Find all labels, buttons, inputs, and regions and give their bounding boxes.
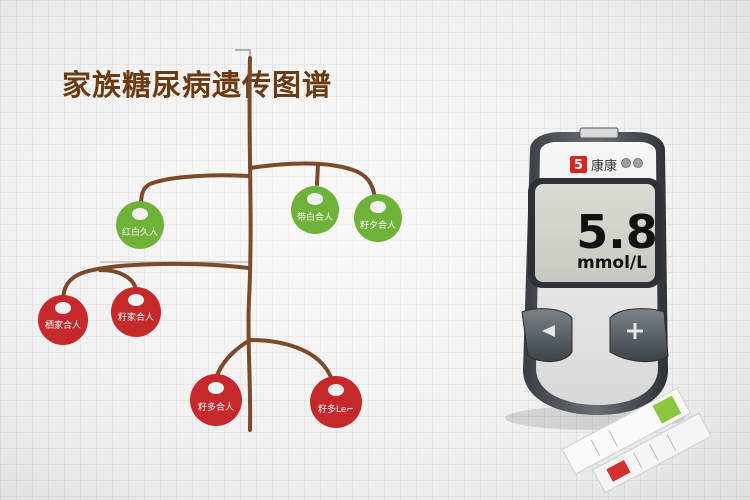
branch-upper-right-mid	[315, 162, 320, 186]
branch-lower-right	[248, 338, 334, 382]
svg-text:5: 5	[574, 158, 583, 173]
family-node: 籽家合人	[111, 287, 161, 337]
node-label: 籽多Le⌐	[318, 403, 354, 415]
family-node: 红白久人	[116, 201, 164, 249]
family-node: 带白合人	[291, 186, 339, 234]
indicator-light	[633, 158, 643, 168]
family-node: 籽多合人	[190, 374, 242, 426]
tree-branches	[61, 56, 377, 432]
node-label: 籽夕合人	[360, 219, 396, 231]
node-label: 红白久人	[122, 226, 158, 238]
test-strip	[592, 412, 712, 494]
test-strip	[561, 387, 691, 475]
indicator-light	[621, 158, 631, 168]
branch-upper-right	[248, 161, 377, 202]
left-triangle-icon	[542, 325, 555, 337]
node-label: 带白合人	[297, 211, 333, 223]
right-button	[609, 308, 669, 362]
plus-icon	[627, 323, 643, 339]
page-title: 家族糖尿病遗传图谱	[62, 68, 333, 102]
trunk-branch	[246, 56, 253, 432]
family-node: 籽多Le⌐	[310, 376, 362, 428]
node-label: 栖家合人	[45, 319, 81, 331]
family-node: 籽夕合人	[354, 194, 402, 242]
left-button	[521, 308, 573, 362]
brand-name: 康康	[591, 158, 617, 174]
node-label: 籽多合人	[198, 401, 234, 413]
branch-lower	[214, 338, 252, 380]
node-label: 籽家合人	[118, 311, 154, 323]
meter-screen	[535, 184, 655, 282]
family-node: 栖家合人	[38, 295, 88, 345]
brand-badge	[570, 156, 587, 173]
glucose-value: 5.8	[576, 205, 658, 259]
branch-upper-left	[139, 173, 251, 208]
glucose-unit: mmol/L	[577, 253, 647, 273]
